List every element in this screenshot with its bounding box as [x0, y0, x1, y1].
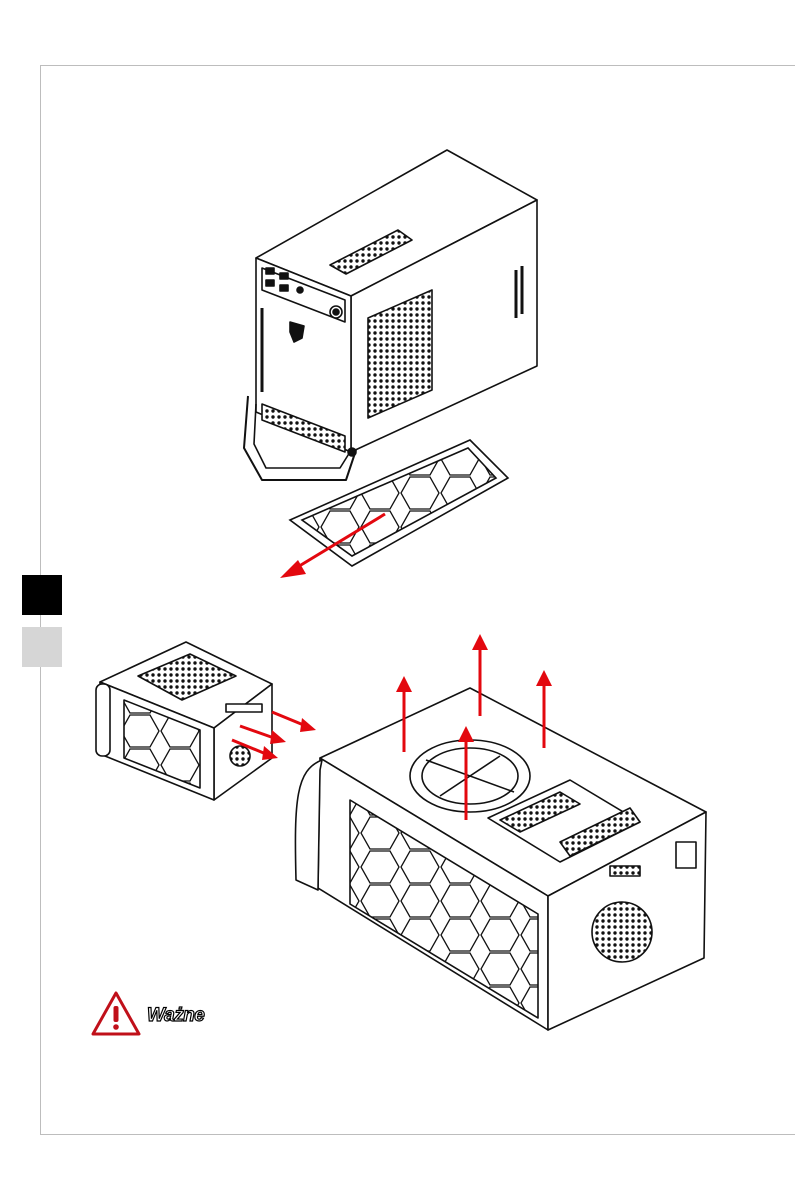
warning-label: Ważne [147, 1005, 204, 1027]
warning-triangle-icon [90, 990, 142, 1038]
